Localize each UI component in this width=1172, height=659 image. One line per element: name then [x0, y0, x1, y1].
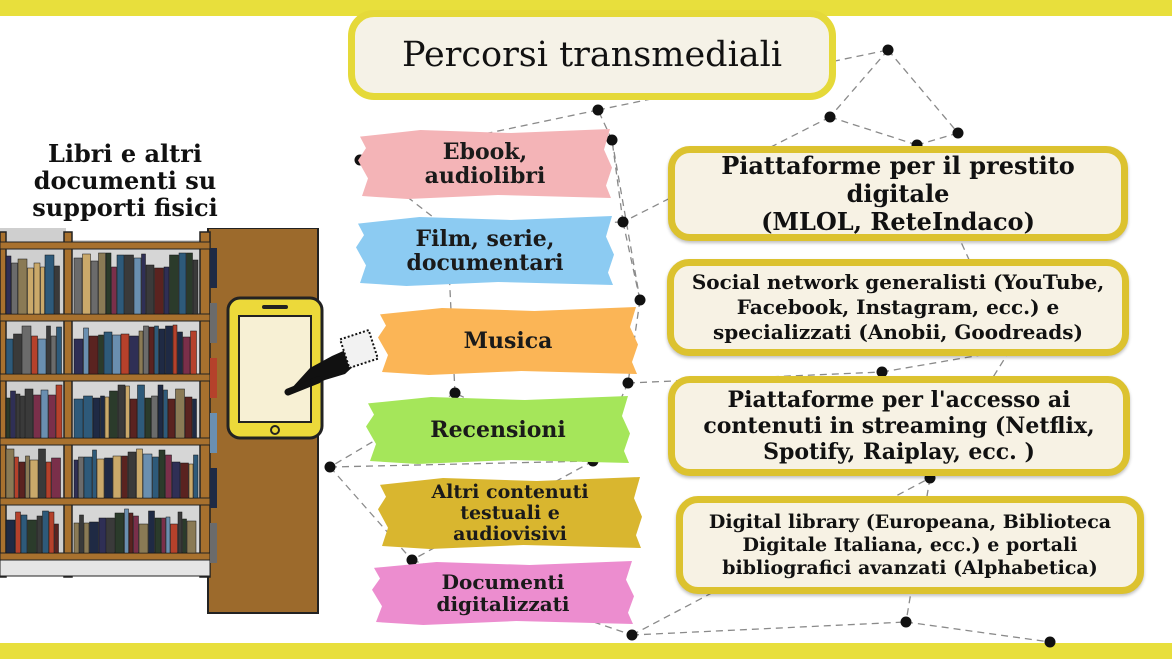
ribbon-line: audiolibri: [424, 163, 546, 189]
top-stripe: [0, 0, 1172, 16]
ribbon-shape: [378, 477, 642, 549]
box-line: Digital library (Europeana, Biblioteca: [708, 510, 1112, 533]
box-line: Piattaforme per l'accesso ai: [727, 387, 1071, 413]
info-box-digital-library: Digital library (Europeana, Biblioteca D…: [676, 496, 1144, 594]
ribbon-line: Recensioni: [430, 417, 566, 443]
ribbon-label: Ebook,audiolibri: [425, 140, 546, 188]
box-line: (MLOL, ReteIndaco): [761, 206, 1035, 236]
box-line: specializzati (Anobii, Goodreads): [712, 320, 1083, 344]
ribbon-line: Altri contenuti: [431, 480, 589, 503]
ribbon-label: Recensioni: [430, 418, 565, 442]
ribbon-line: Film, serie,: [415, 226, 555, 252]
box-line: Social network generalisti (YouTube,: [691, 270, 1105, 294]
ribbon-line: Documenti: [441, 570, 565, 594]
ribbon-shape: [358, 129, 612, 199]
box-line: Piattaforme per il prestito digitale: [721, 150, 1075, 208]
ribbon-line: testuali e: [460, 501, 560, 524]
box-line: contenuti in streaming (Netflix,: [703, 413, 1095, 439]
info-box-social-networks: Social network generalisti (YouTube, Fac…: [667, 259, 1129, 356]
ribbon-music: Musica: [376, 306, 640, 376]
info-box-digital-lending: Piattaforme per il prestito digitale (ML…: [668, 146, 1128, 241]
ribbon-label: Musica: [464, 329, 553, 353]
label-line: supporti fisici: [32, 193, 218, 222]
label-line: Libri e altri: [47, 139, 203, 168]
ribbon-label: Film, serie,documentari: [406, 227, 563, 275]
page-title: Percorsi transmediali: [401, 35, 783, 75]
ribbon-reviews: Recensioni: [364, 395, 632, 465]
info-box-streaming: Piattaforme per l'accesso ai contenuti i…: [668, 376, 1130, 476]
ribbon-shape: [356, 216, 614, 286]
ribbon-line: Musica: [463, 328, 553, 354]
title-box: Percorsi transmediali: [348, 10, 836, 100]
bookshelf-illustration: [0, 228, 380, 614]
label-line: documenti su: [33, 166, 217, 195]
ribbon-shape: [372, 561, 634, 625]
ribbon-line: digitalizzati: [436, 592, 570, 616]
pointing-hand-icon: [284, 328, 380, 396]
box-line: Digitale Italiana, ecc.) e portali: [742, 533, 1078, 556]
box-line: Spotify, Raiplay, ecc. ): [763, 439, 1035, 465]
ribbon-ebook: Ebook,audiolibri: [356, 128, 614, 200]
ribbon-shape: [366, 396, 630, 464]
ribbon-shape: [378, 307, 638, 375]
box-line: Facebook, Instagram, ecc.) e: [736, 295, 1060, 319]
ribbon-line: documentari: [406, 250, 564, 276]
box-line: bibliografici avanzati (Alphabetica): [722, 556, 1098, 579]
ribbon-line: audiovisivi: [453, 522, 567, 545]
tablet-icon: [226, 296, 324, 440]
ribbon-line: Ebook,: [442, 139, 528, 165]
physical-documents-label: Libri e altri documenti su supporti fisi…: [20, 140, 230, 221]
ribbon-film: Film, serie,documentari: [354, 215, 616, 287]
bottom-stripe: [0, 643, 1172, 659]
